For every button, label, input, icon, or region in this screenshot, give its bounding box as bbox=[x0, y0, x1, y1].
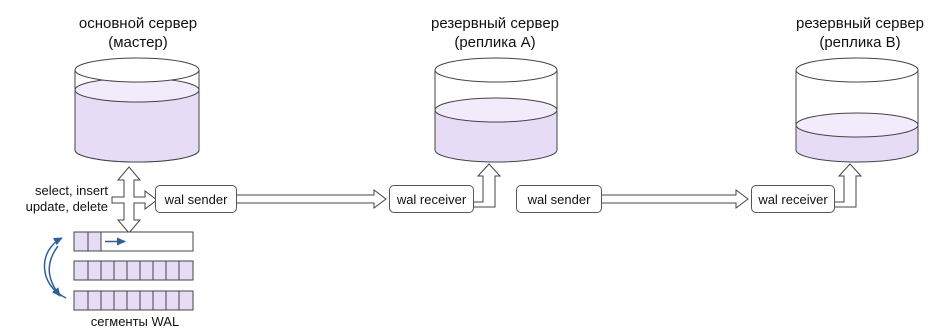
client-ops-line2: update, delete bbox=[25, 199, 108, 214]
replica-a-apply-arrow bbox=[472, 163, 502, 208]
replica-b-title: резервный сервер (реплика B) bbox=[770, 14, 929, 52]
wal-stream-arrow-a-to-b bbox=[600, 189, 749, 209]
master-database-cylinder bbox=[74, 57, 200, 163]
client-ops-line1: select, insert bbox=[35, 183, 108, 198]
replica-b-apply-arrow bbox=[833, 163, 863, 208]
replica-b-title-line2: (реплика B) bbox=[819, 34, 901, 51]
wal-receiver-replica-a: wal receiver bbox=[389, 185, 474, 213]
replica-a-title-line1: резервный сервер bbox=[431, 15, 559, 32]
replica-a-database-cylinder bbox=[434, 57, 558, 163]
wal-segment-full-2 bbox=[73, 290, 194, 311]
client-query-arrows bbox=[111, 166, 158, 234]
master-title-line1: основной сервер bbox=[78, 15, 198, 32]
replica-a-title-line2: (реплика A) bbox=[454, 34, 536, 51]
client-operations-label: select, insert update, delete bbox=[0, 183, 108, 215]
wal-segments-caption: сегменты WAL bbox=[90, 314, 180, 329]
wal-recycle-arrow bbox=[43, 237, 67, 299]
wal-stream-arrow-master-to-a bbox=[235, 189, 387, 209]
wal-sender-master: wal sender bbox=[155, 185, 237, 213]
wal-receiver-replica-b: wal receiver bbox=[751, 185, 835, 213]
wal-segment-current bbox=[73, 231, 194, 252]
master-title-line2: (мастер) bbox=[108, 34, 168, 51]
replica-b-database-cylinder bbox=[795, 57, 919, 163]
replica-a-title: резервный сервер (реплика A) bbox=[405, 14, 585, 52]
replica-b-title-line1: резервный сервер bbox=[796, 15, 924, 32]
master-title: основной сервер (мастер) bbox=[48, 14, 228, 52]
wal-segment-full-1 bbox=[73, 260, 194, 281]
wal-sender-replica-a: wal sender bbox=[516, 185, 602, 213]
